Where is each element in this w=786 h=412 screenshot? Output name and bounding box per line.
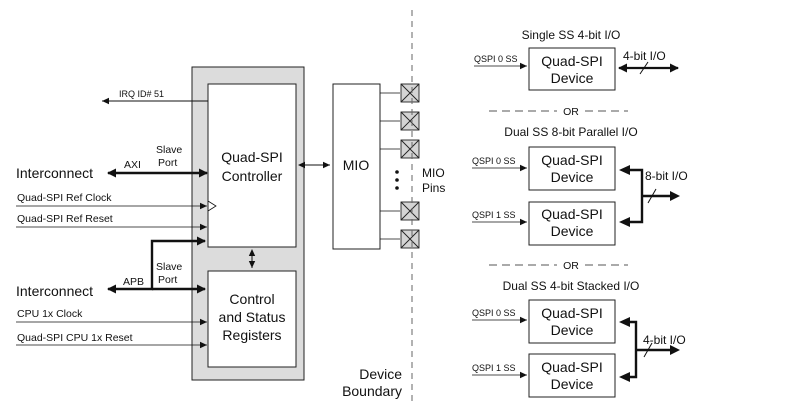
stacked-device-1-label-2: Device — [551, 376, 594, 392]
registers-label-3: Registers — [222, 327, 281, 343]
mio-pin-5 — [400, 229, 420, 249]
parallel-device-1-label-2: Device — [551, 223, 594, 239]
parallel-io-slash — [647, 188, 657, 204]
stacked-bus-head-top — [619, 317, 630, 327]
slave-port-top-1: Slave — [156, 144, 182, 156]
stacked-bus — [630, 320, 670, 379]
slave-port-top-2: Port — [158, 157, 177, 169]
parallel-qspi0-label: QSPI 0 SS — [472, 156, 516, 166]
single-device-label-2: Device — [551, 70, 594, 86]
parallel-bus — [630, 168, 670, 224]
single-qspi0-label: QSPI 0 SS — [474, 54, 518, 64]
cpu-reset-label: Quad-SPI CPU 1x Reset — [17, 332, 133, 344]
stacked-io-label: 4-bit I/O — [643, 333, 686, 347]
parallel-device-1-box — [528, 201, 616, 246]
quad-spi-controller-box — [207, 83, 297, 248]
parallel-io-label: 8-bit I/O — [645, 169, 688, 183]
mio-ellipsis — [395, 170, 399, 190]
mio-pins-label-2: Pins — [422, 181, 445, 195]
single-io-slash — [639, 61, 649, 75]
dual-stacked-title: Dual SS 4-bit Stacked I/O — [503, 279, 640, 293]
interconnect-bottom-label: Interconnect — [16, 283, 93, 299]
device-boundary-label-2: Boundary — [342, 383, 402, 399]
single-io-label: 4-bit I/O — [623, 49, 666, 63]
stacked-bus-head-right — [670, 345, 680, 355]
registers-label-2: and Status — [219, 309, 286, 325]
mio-pin-lines — [380, 92, 400, 240]
mio-box — [332, 83, 381, 250]
single-device-box — [528, 47, 616, 91]
dual-parallel-title: Dual SS 8-bit Parallel I/O — [504, 125, 637, 139]
parallel-device-0-label-1: Quad-SPI — [541, 152, 602, 168]
stacked-device-0-label-1: Quad-SPI — [541, 305, 602, 321]
mio-pin-4 — [400, 201, 420, 221]
cpu-clock-label: CPU 1x Clock — [17, 308, 83, 320]
controller-label-1: Quad-SPI — [221, 149, 282, 165]
mio-label: MIO — [343, 157, 370, 173]
apb-bus — [107, 236, 206, 294]
interconnect-top-label: Interconnect — [16, 165, 93, 181]
parallel-bus-head-bottom — [619, 217, 630, 227]
axi-label: AXI — [124, 159, 141, 171]
controller-label-2: Controller — [222, 168, 283, 184]
or-label-2: OR — [563, 260, 579, 272]
or-label-1: OR — [563, 106, 579, 118]
parallel-device-0-box — [528, 146, 616, 191]
mio-pins-label-1: MIO — [422, 166, 445, 180]
mio-pin-1 — [400, 83, 420, 103]
single-ss-title: Single SS 4-bit I/O — [522, 28, 621, 42]
stacked-device-1-box — [528, 353, 616, 398]
stacked-bus-head-bottom — [619, 372, 630, 382]
clock-input-triangle — [207, 200, 217, 212]
apb-label: APB — [123, 276, 144, 288]
irq-label: IRQ ID# 51 — [119, 89, 164, 99]
ref-reset-label: Quad-SPI Ref Reset — [17, 213, 113, 225]
slave-port-bot-2: Port — [158, 274, 177, 286]
mio-pin-2 — [400, 111, 420, 131]
stacked-device-0-label-2: Device — [551, 322, 594, 338]
parallel-device-1-label-1: Quad-SPI — [541, 206, 602, 222]
control-status-registers-box — [207, 270, 297, 368]
stacked-qspi0-label: QSPI 0 SS — [472, 308, 516, 318]
single-device-label-1: Quad-SPI — [541, 53, 602, 69]
registers-label-1: Control — [229, 291, 274, 307]
parallel-qspi1-label: QSPI 1 SS — [472, 210, 516, 220]
parallel-device-0-label-2: Device — [551, 169, 594, 185]
device-boundary-label-1: Device — [359, 366, 402, 382]
slave-port-bot-1: Slave — [156, 261, 182, 273]
stacked-qspi1-label: QSPI 1 SS — [472, 363, 516, 373]
stacked-io-slash — [643, 342, 653, 358]
stacked-device-0-box — [528, 299, 616, 344]
parallel-bus-head-top — [619, 165, 630, 175]
mio-pin-3 — [400, 139, 420, 159]
stacked-device-1-label-1: Quad-SPI — [541, 359, 602, 375]
ref-clock-label: Quad-SPI Ref Clock — [17, 192, 112, 204]
parallel-bus-head-right — [670, 191, 680, 201]
